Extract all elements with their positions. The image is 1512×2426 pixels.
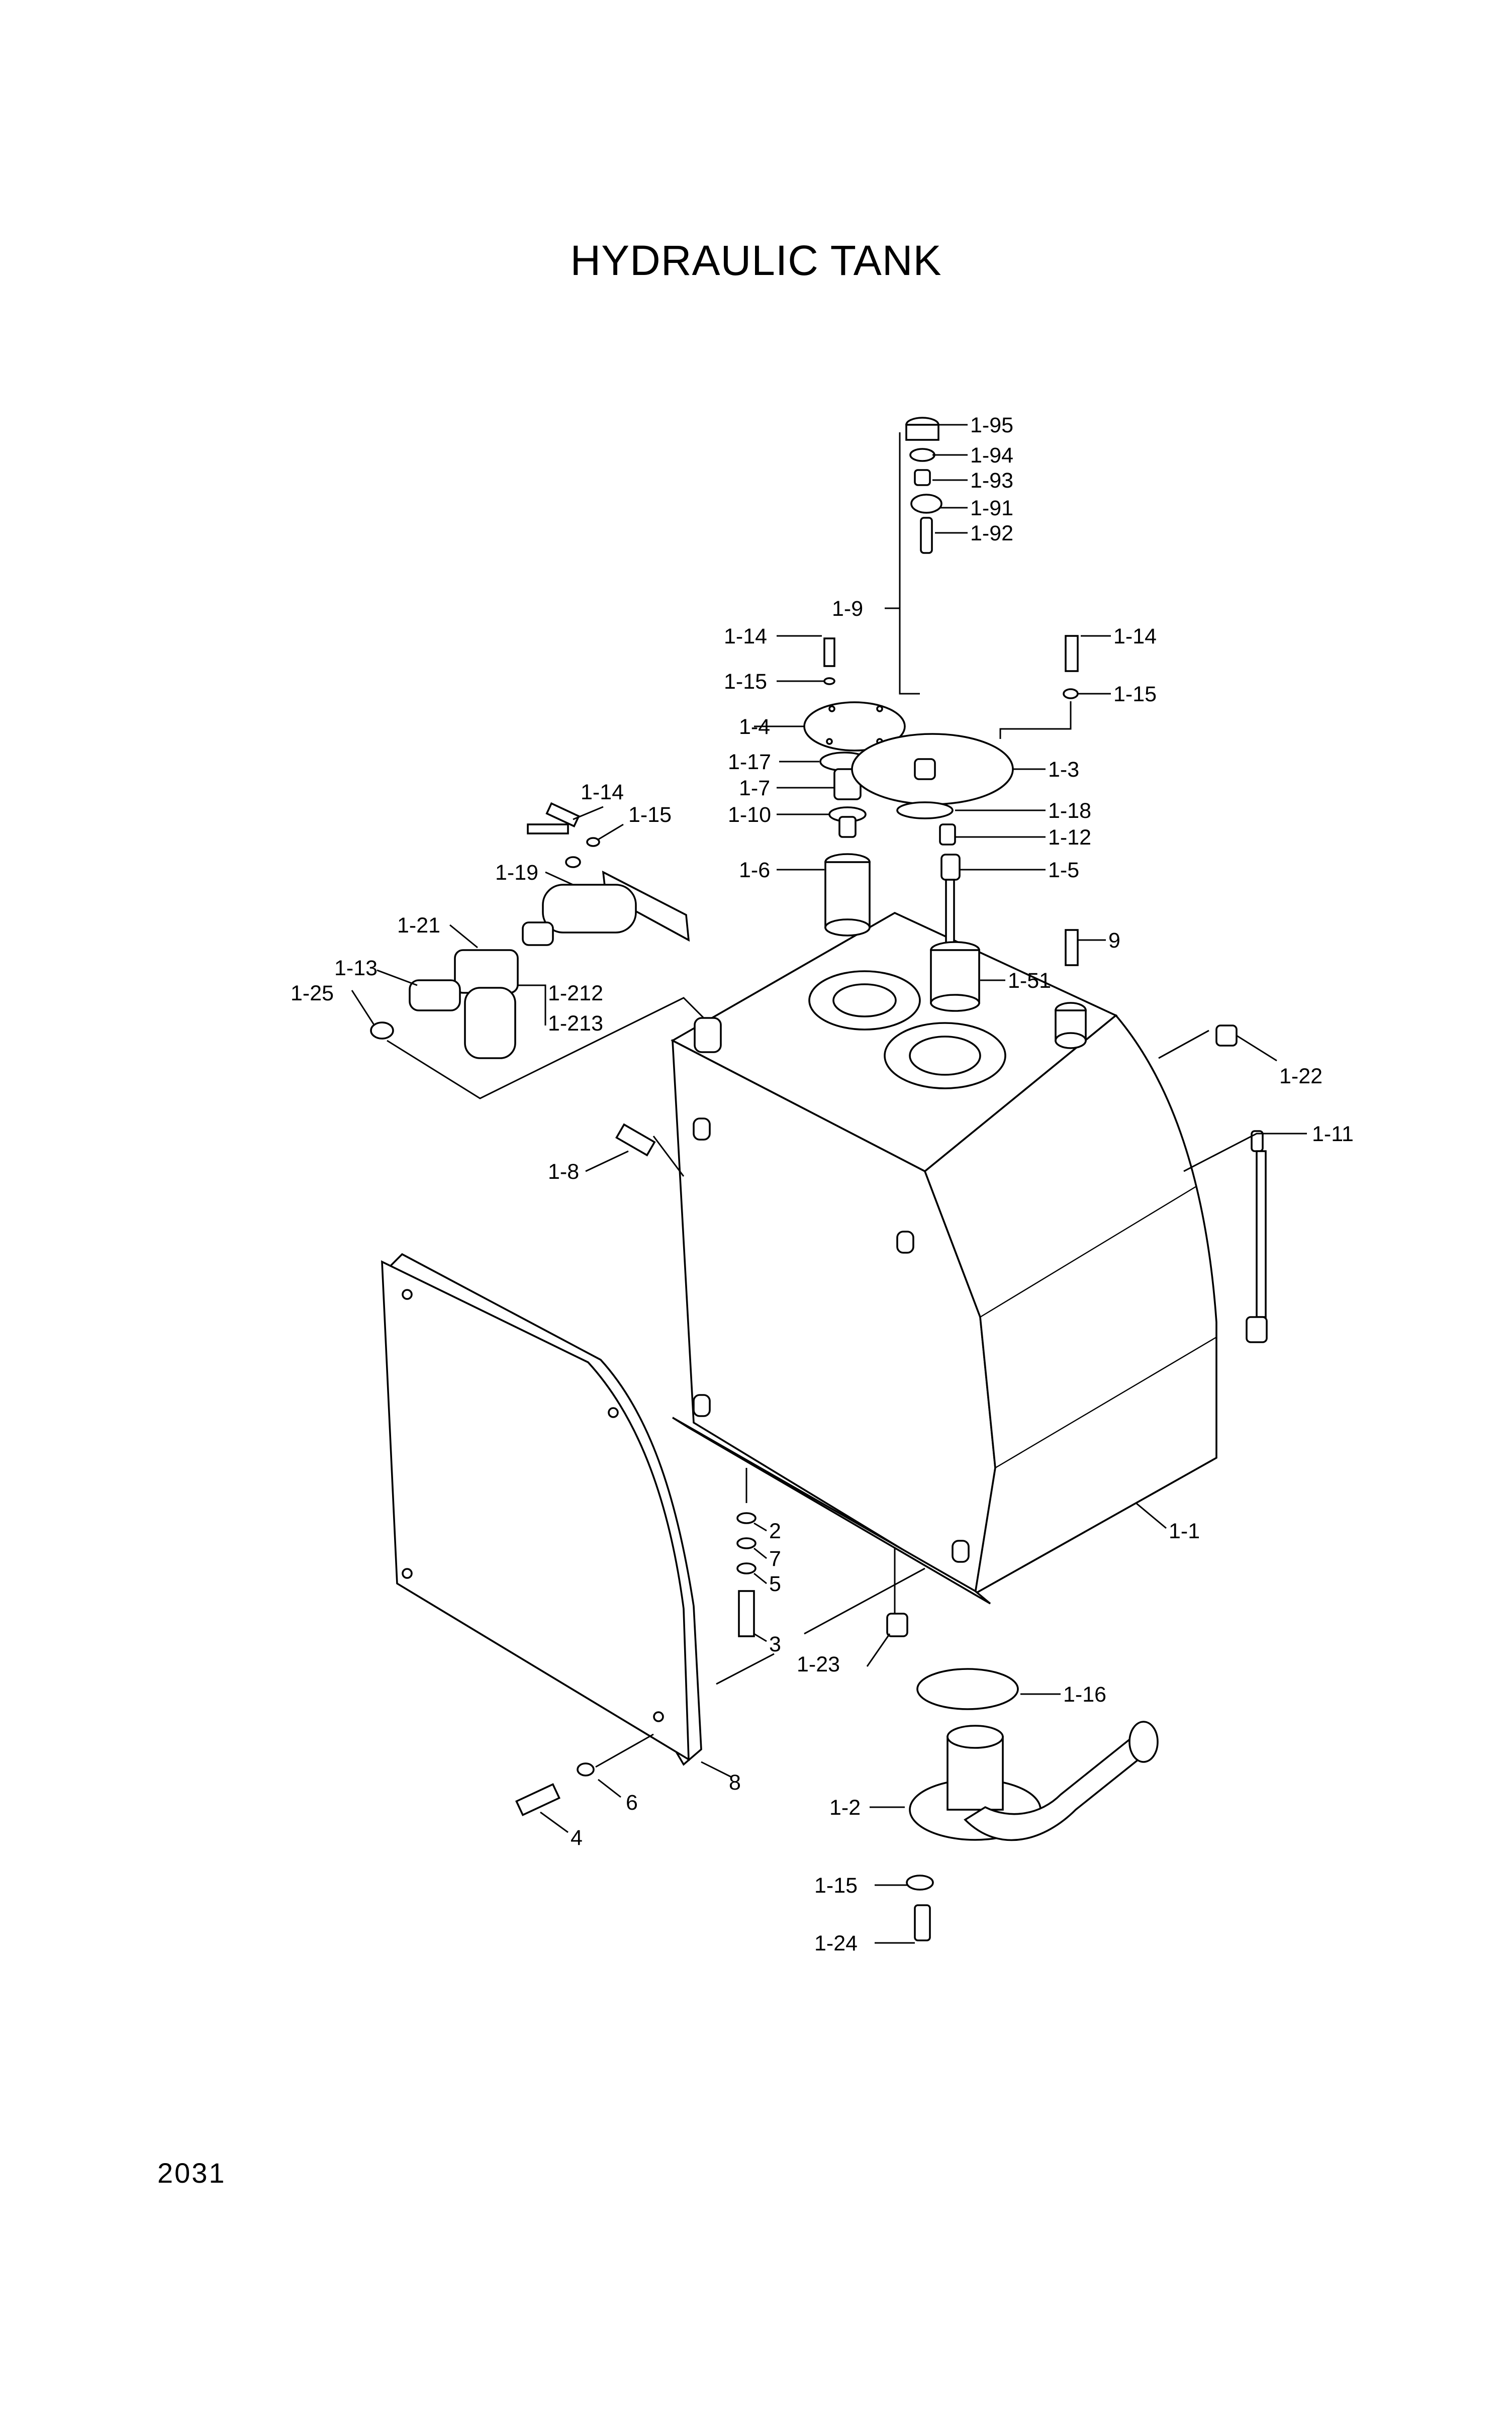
callout-1-95: 1-95 <box>970 413 1013 437</box>
callout-1-15-right: 1-15 <box>1113 682 1157 706</box>
callout-6: 6 <box>626 1791 638 1815</box>
callout-1-213: 1-213 <box>548 1011 603 1036</box>
diagram-title: HYDRAULIC TANK <box>570 237 942 284</box>
suction-strainer-cover-assembly <box>803 701 906 937</box>
callout-1-51: 1-51 <box>1008 969 1051 993</box>
hydraulic-tank-body <box>671 911 1217 1605</box>
callout-1-94: 1-94 <box>970 443 1013 468</box>
callout-1-2: 1-2 <box>829 1796 861 1820</box>
callout-1-25: 1-25 <box>291 981 334 1005</box>
callout-1-91: 1-91 <box>970 496 1013 520</box>
page-number: 2031 <box>157 2157 226 2189</box>
callout-4: 4 <box>571 1826 583 1850</box>
callout-1-14-right: 1-14 <box>1113 624 1157 648</box>
return-filter-assembly <box>370 823 690 1059</box>
suction-pipe <box>906 1668 1159 1941</box>
callout-1-14-left: 1-14 <box>581 780 624 804</box>
callout-1-5: 1-5 <box>1048 858 1079 882</box>
callout-1-21: 1-21 <box>397 913 440 938</box>
callout-1-19: 1-19 <box>495 861 538 885</box>
callout-1-18: 1-18 <box>1048 799 1091 823</box>
callout-1-4: 1-4 <box>739 715 770 739</box>
callout-1-7: 1-7 <box>739 776 770 800</box>
callout-1-93: 1-93 <box>970 469 1013 493</box>
callout-3: 3 <box>769 1632 781 1656</box>
callout-1-14-top: 1-14 <box>724 624 767 648</box>
callout-1-15-bottom: 1-15 <box>814 1874 858 1898</box>
fasteners <box>515 635 1238 1816</box>
callout-1-3: 1-3 <box>1048 758 1079 782</box>
callout-1-12: 1-12 <box>1048 825 1091 850</box>
callout-1-13: 1-13 <box>334 956 377 980</box>
callout-1-16: 1-16 <box>1063 1683 1106 1707</box>
callout-1-1: 1-1 <box>1169 1519 1200 1543</box>
callout-1-15-top: 1-15 <box>724 670 767 694</box>
callout-labels: 1-95 1-94 1-93 1-91 1-92 1-9 1-14 1-15 1… <box>291 413 1354 1955</box>
breather-cover-assembly <box>851 417 1014 1012</box>
callout-1-10: 1-10 <box>728 803 771 827</box>
side-cover-plate <box>381 1253 702 1766</box>
leader-lines <box>351 424 1307 1944</box>
callout-1-212: 1-212 <box>548 981 603 1005</box>
callout-1-8: 1-8 <box>548 1160 579 1184</box>
callout-5: 5 <box>769 1572 781 1596</box>
level-gauge <box>1246 1130 1268 1343</box>
callout-1-9: 1-9 <box>832 597 863 621</box>
callout-1-24: 1-24 <box>814 1931 858 1955</box>
callout-7: 7 <box>769 1547 781 1571</box>
callout-1-11: 1-11 <box>1312 1122 1354 1146</box>
callout-1-17: 1-17 <box>728 750 771 774</box>
callout-1-92: 1-92 <box>970 521 1013 545</box>
callout-1-15-left: 1-15 <box>628 803 672 827</box>
callout-1-23: 1-23 <box>797 1652 840 1676</box>
callout-2: 2 <box>769 1519 781 1543</box>
callout-1-6: 1-6 <box>739 858 770 882</box>
callout-8: 8 <box>729 1770 741 1795</box>
callout-1-22: 1-22 <box>1279 1064 1322 1088</box>
callout-9: 9 <box>1108 928 1120 953</box>
